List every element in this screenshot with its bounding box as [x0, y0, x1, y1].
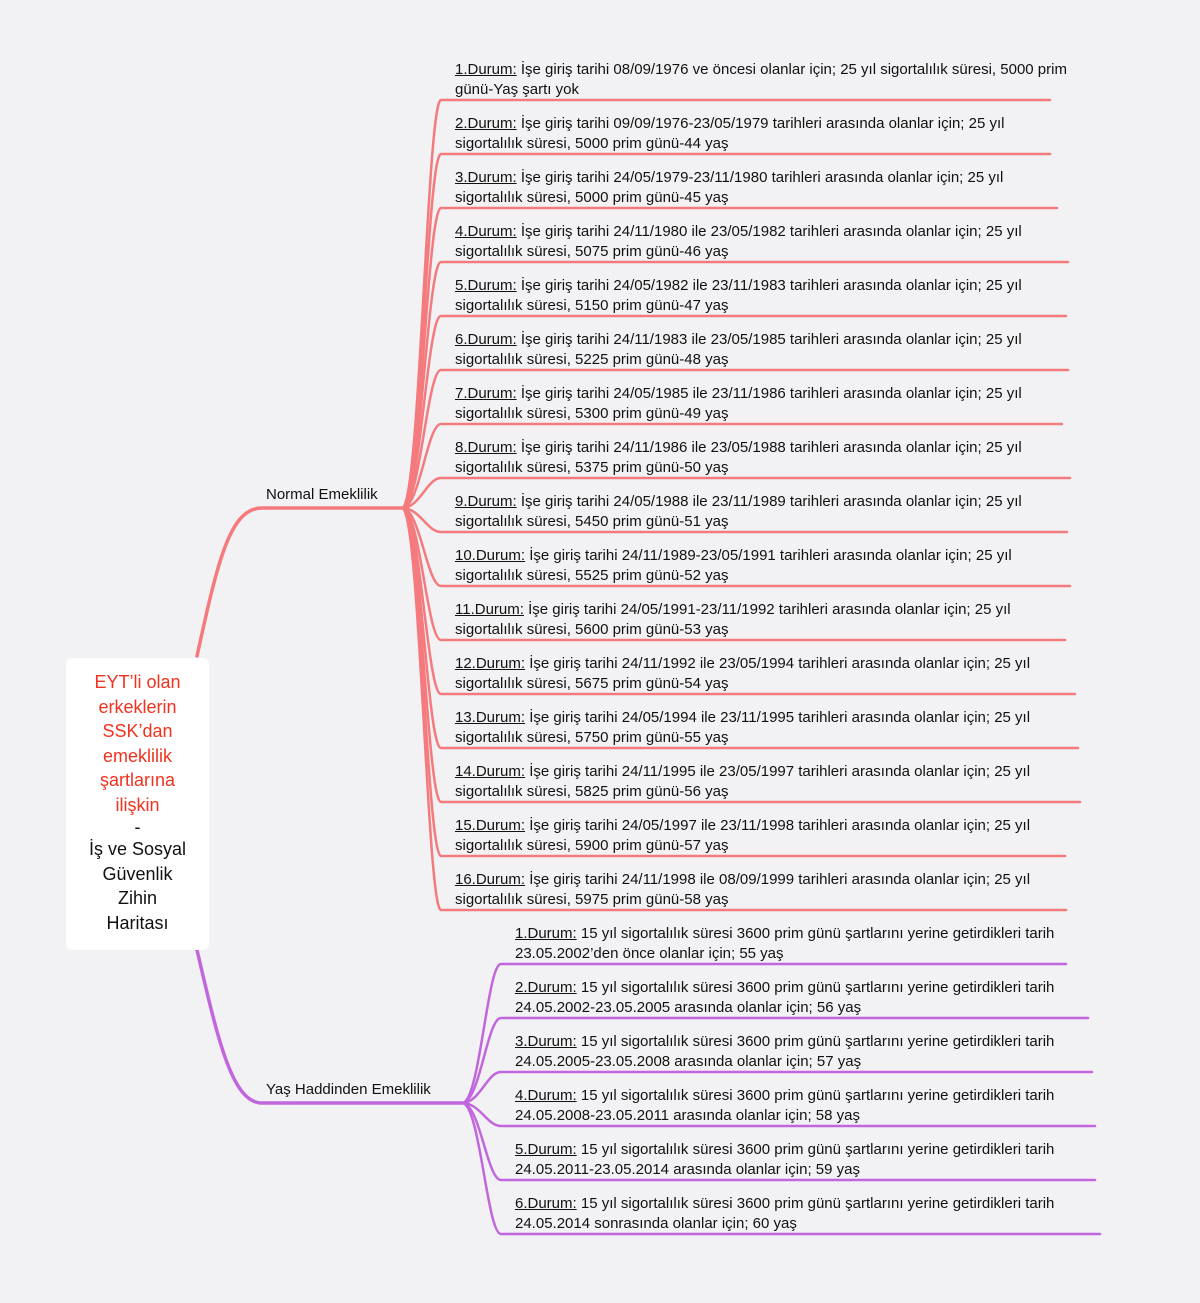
central-line: ilişkin [115, 794, 160, 815]
leaf-key: 5.Durum: [515, 1141, 577, 1158]
age-leaf-1[interactable]: 1.Durum: 15 yıl sigortalılık süresi 3600… [515, 924, 1100, 964]
age-leaf-2[interactable]: 2.Durum: 15 yıl sigortalılık süresi 3600… [515, 978, 1100, 1018]
leaf-key: 4.Durum: [515, 1087, 577, 1104]
leaf-key: 4.Durum: [455, 223, 517, 240]
leaf-key: 11.Durum: [455, 601, 524, 618]
normal-leaf-1[interactable]: 1.Durum: İşe giriş tarihi 08/09/1976 ve … [455, 60, 1075, 100]
central-line: Haritası [106, 912, 169, 933]
connector-line [460, 962, 1068, 1105]
normal-leaf-5[interactable]: 5.Durum: İşe giriş tarihi 24/05/1982 ile… [455, 276, 1075, 316]
leaf-key: 1.Durum: [455, 61, 517, 78]
connector-line [195, 948, 464, 1105]
age-leaf-3[interactable]: 3.Durum: 15 yıl sigortalılık süresi 3600… [515, 1032, 1100, 1072]
central-line: Güvenlik [102, 863, 173, 884]
branch-normal-emeklilik[interactable]: Normal Emeklilik [266, 486, 378, 503]
connector-line [400, 506, 1068, 912]
leaf-text: İşe giriş tarihi 24/11/1986 ile 23/05/19… [455, 439, 1022, 476]
normal-leaf-15[interactable]: 15.Durum: İşe giriş tarihi 24/05/1997 il… [455, 816, 1075, 856]
central-line: İş ve Sosyal [88, 839, 187, 859]
leaf-text: İşe giriş tarihi 24/11/1980 ile 23/05/19… [455, 223, 1022, 260]
normal-leaf-14[interactable]: 14.Durum: İşe giriş tarihi 24/11/1995 il… [455, 762, 1075, 802]
leaf-key: 3.Durum: [455, 169, 517, 186]
leaf-key: 16.Durum: [455, 871, 526, 888]
leaf-key: 7.Durum: [455, 385, 517, 402]
leaf-key: 13.Durum: [455, 709, 526, 726]
leaf-text: İşe giriş tarihi 08/09/1976 ve öncesi ol… [455, 61, 1067, 98]
normal-leaf-9[interactable]: 9.Durum: İşe giriş tarihi 24/05/1988 ile… [455, 492, 1075, 532]
leaf-key: 14.Durum: [455, 763, 526, 780]
leaf-text: İşe giriş tarihi 24/05/1985 ile 23/11/19… [455, 385, 1022, 422]
leaf-text: 15 yıl sigortalılık süresi 3600 prim gün… [515, 1141, 1055, 1178]
leaf-text: 15 yıl sigortalılık süresi 3600 prim gün… [515, 979, 1055, 1016]
central-separator: - [134, 817, 141, 837]
leaf-key: 8.Durum: [455, 439, 517, 456]
leaf-key: 6.Durum: [515, 1195, 577, 1212]
leaf-text: İşe giriş tarihi 24/05/1991-23/11/1992 t… [455, 601, 1011, 638]
normal-leaf-13[interactable]: 13.Durum: İşe giriş tarihi 24/05/1994 il… [455, 708, 1075, 748]
leaf-key: 6.Durum: [455, 331, 517, 348]
connector-line [460, 1070, 1094, 1105]
normal-leaf-6[interactable]: 6.Durum: İşe giriş tarihi 24/11/1983 ile… [455, 330, 1075, 370]
leaf-text: İşe giriş tarihi 24/11/1995 ile 23/05/19… [455, 763, 1031, 800]
leaf-text: İşe giriş tarihi 24/11/1983 ile 23/05/19… [455, 331, 1022, 368]
leaf-key: 15.Durum: [455, 817, 526, 834]
leaf-text: 15 yıl sigortalılık süresi 3600 prim gün… [515, 1195, 1055, 1232]
age-leaf-6[interactable]: 6.Durum: 15 yıl sigortalılık süresi 3600… [515, 1194, 1100, 1234]
central-title-black: İş ve Sosyal Güvenlik Zihin Haritası [66, 837, 209, 935]
central-line: şartlarına [99, 770, 176, 790]
central-line: Zihin [117, 888, 157, 908]
normal-leaf-4[interactable]: 4.Durum: İşe giriş tarihi 24/11/1980 ile… [455, 222, 1075, 262]
leaf-text: 15 yıl sigortalılık süresi 3600 prim gün… [515, 1087, 1055, 1124]
connector-line [400, 368, 1070, 510]
leaf-text: İşe giriş tarihi 24/05/1994 ile 23/11/19… [455, 709, 1031, 746]
connector-line [400, 422, 1064, 510]
connector-line [400, 476, 1072, 510]
leaf-key: 3.Durum: [515, 1033, 577, 1050]
normal-leaf-8[interactable]: 8.Durum: İşe giriş tarihi 24/11/1986 ile… [455, 438, 1075, 478]
leaf-text: İşe giriş tarihi 24/11/1998 ile 08/09/19… [455, 871, 1031, 908]
normal-leaf-3[interactable]: 3.Durum: İşe giriş tarihi 24/05/1979-23/… [455, 168, 1075, 208]
leaf-text: İşe giriş tarihi 24/11/1989-23/05/1991 t… [455, 547, 1012, 584]
leaf-text: İşe giriş tarihi 09/09/1976-23/05/1979 t… [455, 115, 1005, 152]
age-leaf-5[interactable]: 5.Durum: 15 yıl sigortalılık süresi 3600… [515, 1140, 1100, 1180]
central-line: SSK’dan [102, 721, 173, 741]
leaf-key: 5.Durum: [455, 277, 517, 294]
leaf-text: 15 yıl sigortalılık süresi 3600 prim gün… [515, 1033, 1055, 1070]
leaf-text: İşe giriş tarihi 24/05/1982 ile 23/11/19… [455, 277, 1022, 314]
leaf-key: 2.Durum: [455, 115, 517, 132]
branch-yas-haddinden-emeklilik[interactable]: Yaş Haddinden Emeklilik [266, 1081, 431, 1098]
central-line: emeklilik [102, 745, 172, 766]
leaf-key: 10.Durum: [455, 547, 526, 564]
normal-leaf-10[interactable]: 10.Durum: İşe giriş tarihi 24/11/1989-23… [455, 546, 1075, 586]
central-line: EYT’li olan [94, 672, 181, 692]
leaf-text: İşe giriş tarihi 24/11/1992 ile 23/05/19… [455, 655, 1031, 692]
leaf-key: 12.Durum: [455, 655, 526, 672]
leaf-text: İşe giriş tarihi 24/05/1979-23/11/1980 t… [455, 169, 1004, 206]
leaf-text: İşe giriş tarihi 24/05/1997 ile 23/11/19… [455, 817, 1031, 854]
normal-leaf-2[interactable]: 2.Durum: İşe giriş tarihi 09/09/1976-23/… [455, 114, 1075, 154]
leaf-text: 15 yıl sigortalılık süresi 3600 prim gün… [515, 925, 1055, 962]
connector-line [460, 1016, 1090, 1105]
normal-leaf-7[interactable]: 7.Durum: İşe giriş tarihi 24/05/1985 ile… [455, 384, 1075, 424]
central-topic[interactable]: EYT’li olan erkeklerin SSK’dan emeklilik… [66, 658, 209, 950]
normal-leaf-11[interactable]: 11.Durum: İşe giriş tarihi 24/05/1991-23… [455, 600, 1075, 640]
leaf-key: 2.Durum: [515, 979, 577, 996]
connector-line [195, 506, 404, 658]
central-title-red: EYT’li olan erkeklerin SSK’dan emeklilik… [66, 670, 209, 817]
leaf-key: 9.Durum: [455, 493, 517, 510]
leaf-key: 1.Durum: [515, 925, 577, 942]
normal-leaf-12[interactable]: 12.Durum: İşe giriş tarihi 24/11/1992 il… [455, 654, 1075, 694]
normal-leaf-16[interactable]: 16.Durum: İşe giriş tarihi 24/11/1998 il… [455, 870, 1075, 910]
age-leaf-4[interactable]: 4.Durum: 15 yıl sigortalılık süresi 3600… [515, 1086, 1100, 1126]
connector-line [460, 1101, 1102, 1236]
leaf-text: İşe giriş tarihi 24/05/1988 ile 23/11/19… [455, 493, 1022, 530]
central-line: erkeklerin [98, 696, 177, 717]
